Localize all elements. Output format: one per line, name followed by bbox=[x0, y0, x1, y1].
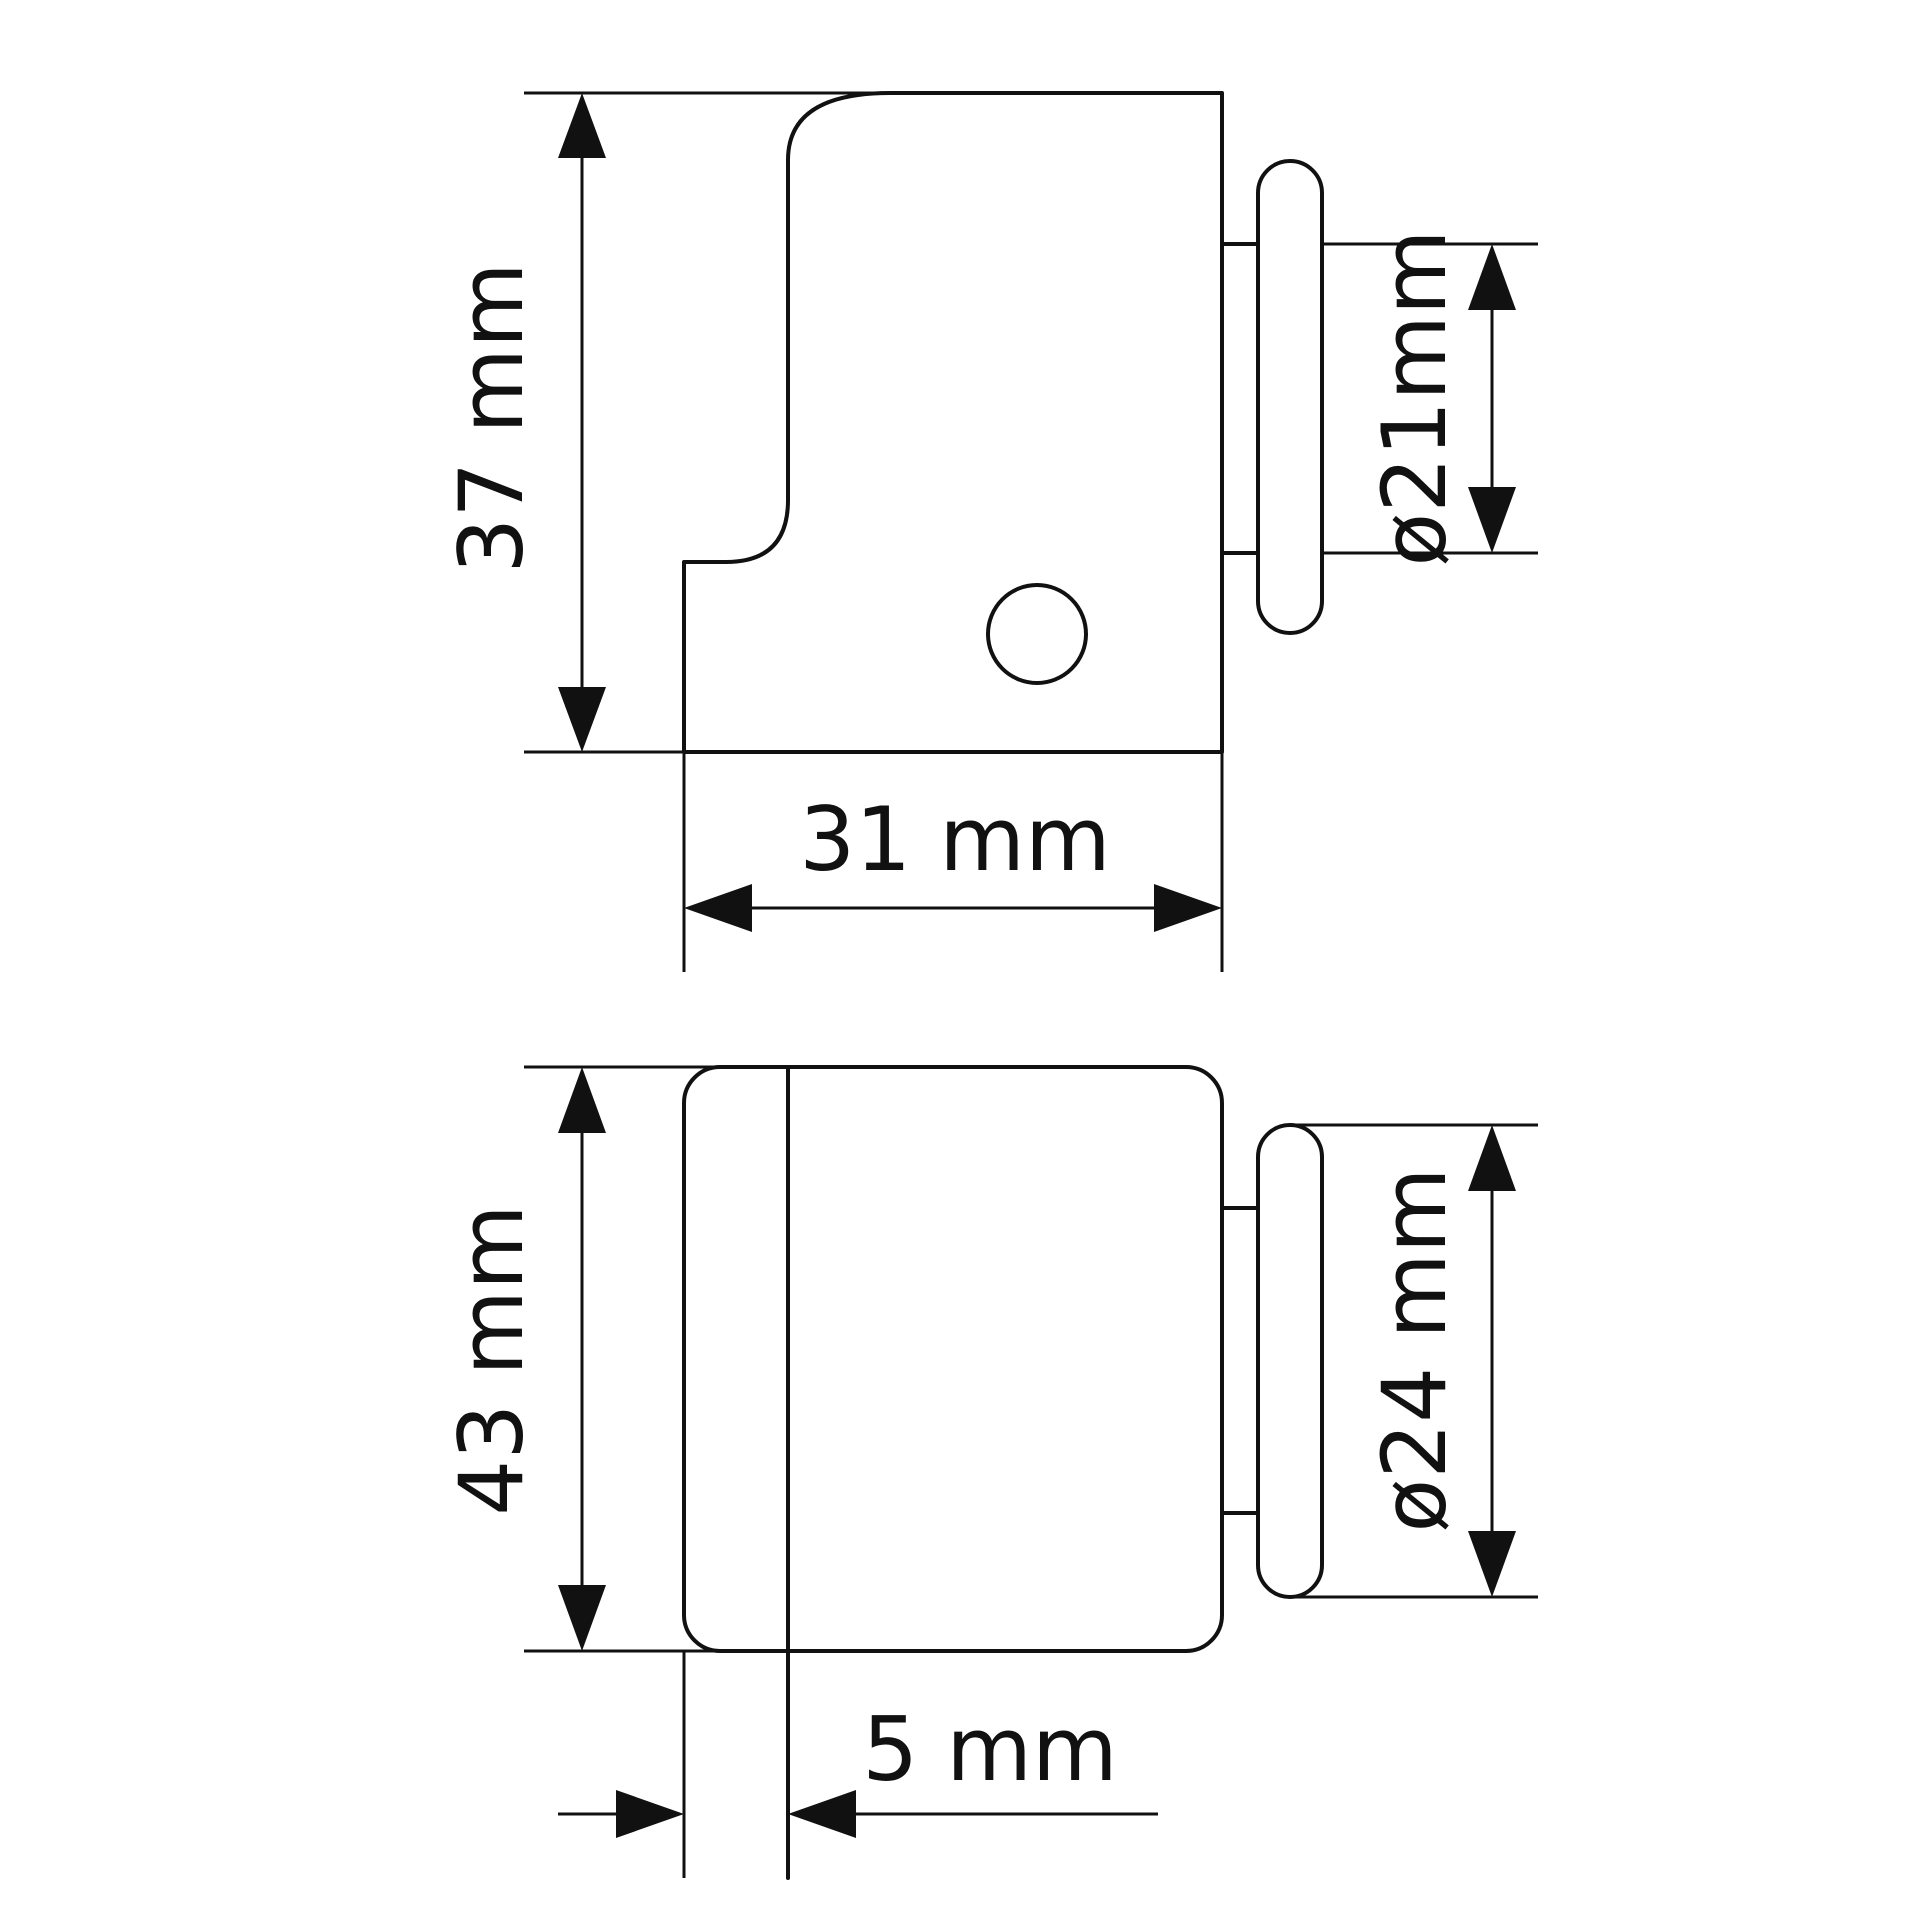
bottom-offset-label: 5 mm bbox=[862, 1698, 1117, 1801]
bottom-height-label: 43 mm bbox=[440, 1204, 543, 1515]
bottom-diameter-label: ø24 mm bbox=[1363, 1167, 1466, 1532]
bottom-diameter-dimension bbox=[1468, 1125, 1516, 1597]
top-height-label: 37 mm bbox=[440, 262, 543, 573]
top-roller bbox=[1256, 159, 1324, 635]
top-body-outline bbox=[682, 91, 1224, 754]
bottom-offset-dimension bbox=[558, 1790, 1158, 1838]
top-height-dimension bbox=[558, 93, 606, 752]
bottom-height-dimension bbox=[558, 1067, 606, 1651]
top-diameter-label: ø21mm bbox=[1363, 229, 1466, 566]
top-hole bbox=[986, 583, 1088, 685]
top-diameter-dimension bbox=[1468, 244, 1516, 553]
top-view: 37 mm 31 mm ø21mm bbox=[440, 91, 1538, 972]
bottom-roller bbox=[1256, 1123, 1324, 1599]
top-width-dimension bbox=[684, 884, 1222, 932]
top-width-label: 31 mm bbox=[799, 788, 1110, 891]
bottom-body-outline bbox=[682, 1065, 1224, 1653]
bottom-view: 43 mm 5 mm ø24 mm bbox=[440, 1065, 1538, 1880]
